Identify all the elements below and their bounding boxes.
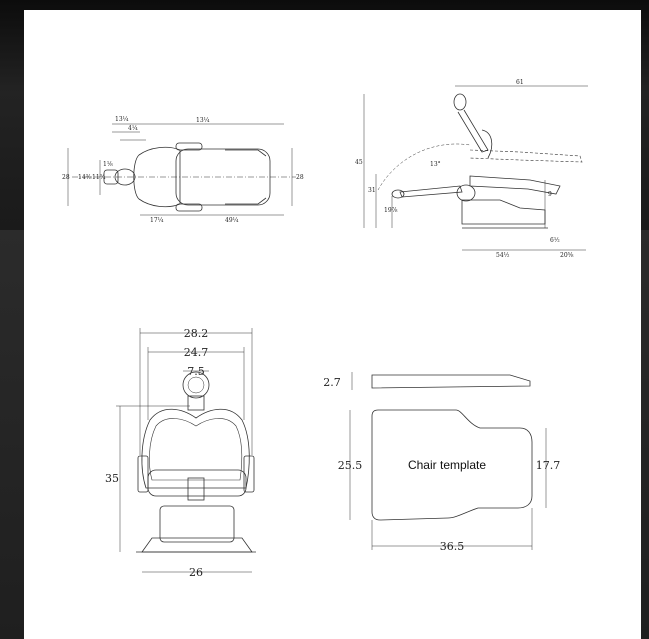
side-view-tilt-arc — [377, 143, 471, 191]
front-headrest-width-label: 7.5 — [187, 365, 205, 378]
top-dim-label: 13¼ — [196, 117, 210, 124]
front-view-headrest-stem — [187, 395, 205, 411]
top-dim-label: 14⅜ — [78, 174, 92, 181]
top-view-labels: 13¼ 13¼ 4¼ 28 14⅜ 11¾ 1⅛ 17¼ 49¼ 28 — [62, 116, 304, 224]
front-view-column — [187, 477, 205, 501]
top-view-backrest — [133, 146, 181, 208]
side-dim-label: 54½ — [496, 252, 510, 259]
top-view-armrest-upper — [175, 142, 203, 151]
top-dim-label: 13¼ — [115, 116, 129, 123]
front-view — [116, 328, 256, 573]
top-dim-label: 49¼ — [225, 217, 239, 224]
template-outline — [371, 409, 533, 521]
side-view-labels: 61 45 13° 31 19⅞ 6½ 9 54½ 20⅝ — [355, 79, 574, 259]
front-base-width-label: 26 — [189, 566, 203, 579]
template-right-height-label: 17.7 — [536, 459, 561, 472]
side-dim-label: 19⅞ — [384, 207, 398, 214]
side-view — [363, 85, 588, 251]
drawing-sheet — [24, 10, 641, 639]
top-dim-label: 28 — [296, 174, 304, 181]
front-view-armrest-right — [243, 455, 255, 493]
front-view-seat — [147, 469, 247, 497]
side-view-headrest — [453, 93, 467, 111]
side-view-reclined-headrest — [391, 189, 405, 199]
front-view-backrest — [141, 408, 250, 489]
front-view-headrest-inner — [187, 376, 205, 394]
top-dim-label: 1⅛ — [103, 161, 113, 168]
template-left-height-label: 25.5 — [338, 459, 363, 472]
side-view-base — [461, 199, 546, 225]
top-dim-label: 28 — [62, 174, 70, 181]
front-view-headrest — [182, 371, 210, 399]
front-view-labels: 28.2 24.7 7.5 35 26 — [105, 327, 208, 579]
side-view-backrest-pad — [481, 129, 493, 159]
top-view — [67, 123, 296, 216]
front-back-width-label: 24.7 — [184, 346, 209, 359]
side-dim-label: 31 — [368, 187, 376, 194]
template-thickness-label: 2.7 — [323, 376, 341, 389]
template-side-profile — [371, 374, 531, 389]
top-view-seat — [175, 148, 271, 206]
top-dim-label: 4¼ — [128, 125, 138, 132]
side-dim-label: 61 — [516, 79, 524, 86]
template-length-label: 36.5 — [440, 540, 465, 553]
side-view-pivot — [456, 184, 476, 202]
front-view-backrest-inner — [149, 418, 243, 481]
side-view-backrest — [457, 109, 489, 153]
side-view-alt-position — [469, 149, 583, 163]
top-view-headrest — [114, 168, 136, 186]
side-dim-label: 9 — [548, 191, 552, 198]
top-view-armrest-lower — [175, 203, 203, 212]
front-width-label: 28.2 — [184, 327, 209, 340]
top-dim-label: 17¼ — [150, 217, 164, 224]
side-dim-label: 6½ — [550, 237, 560, 244]
side-view-seat — [469, 175, 561, 195]
template-view-labels: 2.7 25.5 17.7 36.5 Chair template — [323, 376, 560, 553]
front-view-armrest-left — [137, 455, 149, 493]
side-dim-label: 45 — [355, 159, 363, 166]
side-view-reclined-back — [399, 185, 463, 198]
front-view-foot — [141, 537, 253, 553]
side-dim-label: 20⅝ — [560, 252, 574, 259]
top-view-legrest-edge — [225, 149, 267, 157]
template-label: Chair template — [408, 458, 486, 472]
front-view-base — [159, 505, 235, 543]
side-dim-label: 13° — [430, 161, 441, 168]
top-view-headrest-mount — [103, 169, 119, 185]
template-view — [349, 372, 547, 550]
top-dim-label: 11¾ — [92, 174, 106, 181]
front-height-label: 35 — [105, 472, 119, 485]
top-view-legrest-edge-2 — [225, 197, 267, 205]
